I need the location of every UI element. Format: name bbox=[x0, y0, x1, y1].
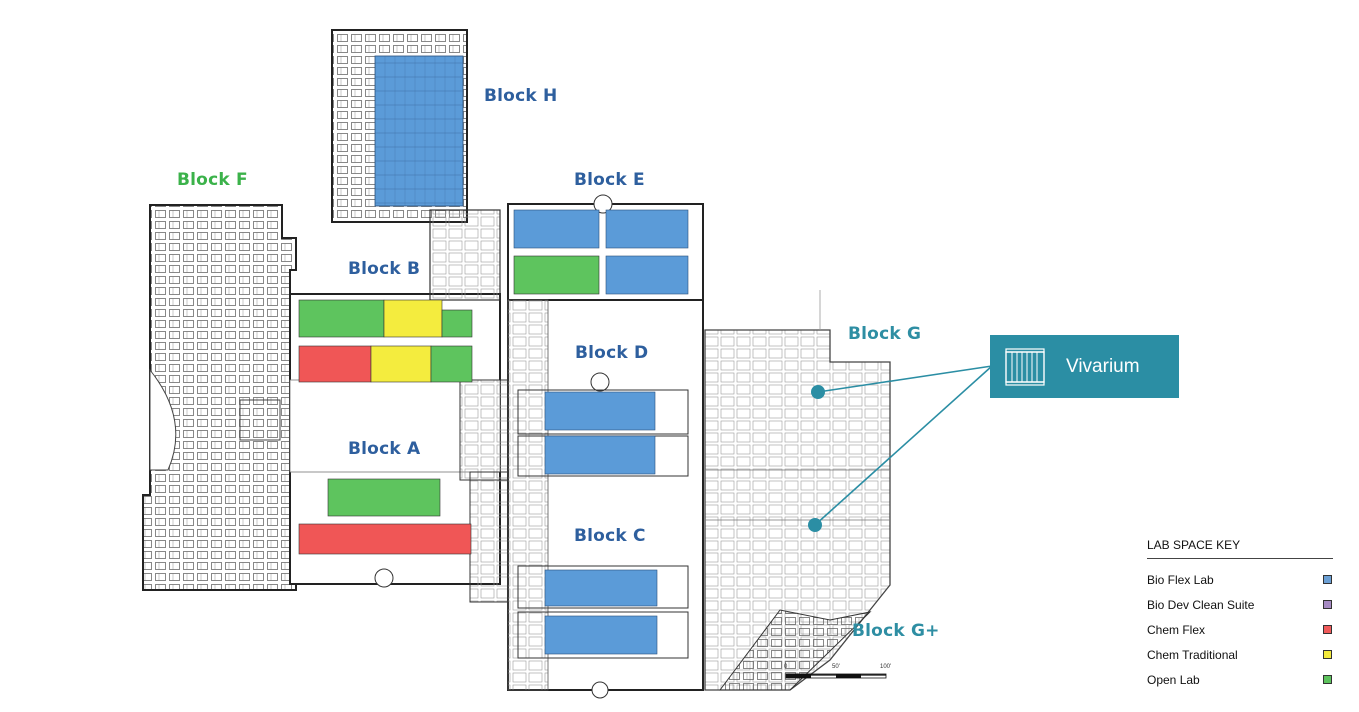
key-item-chem-flex: Chem Flex bbox=[1147, 617, 1333, 642]
key-item-label: Bio Flex Lab bbox=[1147, 572, 1214, 587]
vivarium-pointers bbox=[808, 365, 993, 532]
block-e-building bbox=[507, 194, 704, 301]
key-item-label: Chem Flex bbox=[1147, 622, 1206, 637]
key-item-bio-dev-clean-suite: Bio Dev Clean Suite bbox=[1147, 592, 1333, 617]
block-b-lower-chem-trad bbox=[370, 345, 432, 383]
lab-space-key: LAB SPACE KEY Bio Flex Lab Bio Dev Clean… bbox=[1147, 538, 1333, 692]
block-h-building bbox=[331, 29, 468, 223]
block-e-lab-2 bbox=[605, 209, 689, 249]
key-list: Bio Flex Lab Bio Dev Clean Suite Chem Fl… bbox=[1147, 567, 1333, 692]
block-gplus-label: Block G+ bbox=[852, 621, 940, 641]
key-item-label: Bio Dev Clean Suite bbox=[1147, 597, 1255, 612]
open-lab-swatch bbox=[1323, 675, 1332, 684]
block-b-upper-chem-trad bbox=[383, 299, 443, 338]
vivarium-label: Vivarium bbox=[1066, 355, 1140, 377]
block-c-lab-1 bbox=[544, 569, 658, 607]
block-b-lower-chem-flex bbox=[298, 345, 372, 383]
scale-tick-50: 50' bbox=[832, 664, 840, 670]
vivarium-cage-icon bbox=[1005, 347, 1045, 386]
vivarium-callout: Vivarium bbox=[990, 335, 1179, 398]
block-b-label: Block B bbox=[348, 259, 421, 279]
chem-flex-swatch bbox=[1323, 625, 1332, 634]
block-c-label: Block C bbox=[574, 526, 646, 546]
block-b-lower-open-lab bbox=[430, 345, 473, 383]
scale-bar bbox=[785, 673, 887, 679]
block-g-label: Block G bbox=[848, 324, 922, 344]
block-e-lab-3 bbox=[513, 255, 600, 295]
key-item-open-lab: Open Lab bbox=[1147, 667, 1333, 692]
block-dc-building bbox=[507, 299, 704, 699]
block-f-label: Block F bbox=[177, 170, 248, 190]
block-f-building bbox=[142, 204, 297, 591]
key-item-label: Chem Traditional bbox=[1147, 647, 1238, 662]
block-a-upper-open-lab bbox=[327, 478, 441, 517]
bio-dev-clean-suite-swatch bbox=[1323, 600, 1332, 609]
vivarium-marker-2 bbox=[808, 518, 822, 532]
scale-tick-0: 0 bbox=[784, 664, 788, 670]
block-e-label: Block E bbox=[574, 170, 645, 190]
block-ab-building bbox=[289, 209, 511, 603]
block-a-lower-chem-flex bbox=[298, 523, 472, 555]
key-item-bio-flex-lab: Bio Flex Lab bbox=[1147, 567, 1333, 592]
block-e-lab-1 bbox=[513, 209, 600, 249]
block-d-lab-1 bbox=[544, 391, 656, 431]
block-c-lab-2 bbox=[544, 615, 658, 655]
key-item-label: Open Lab bbox=[1147, 672, 1200, 687]
key-title: LAB SPACE KEY bbox=[1147, 538, 1333, 559]
chem-traditional-swatch bbox=[1323, 650, 1332, 659]
block-d-label: Block D bbox=[575, 343, 649, 363]
block-e-lab-4 bbox=[605, 255, 689, 295]
block-d-lab-2 bbox=[544, 435, 656, 475]
key-item-chem-traditional: Chem Traditional bbox=[1147, 642, 1333, 667]
vivarium-marker-1 bbox=[811, 385, 825, 399]
block-a-label: Block A bbox=[348, 439, 421, 459]
block-b-upper-open-lab bbox=[298, 299, 385, 338]
scale-tick-100: 100' bbox=[880, 664, 892, 670]
block-h-label: Block H bbox=[484, 86, 558, 106]
block-b-upper-open-lab-2 bbox=[441, 309, 473, 338]
bio-flex-lab-swatch bbox=[1323, 575, 1332, 584]
block-g-building bbox=[704, 290, 891, 691]
